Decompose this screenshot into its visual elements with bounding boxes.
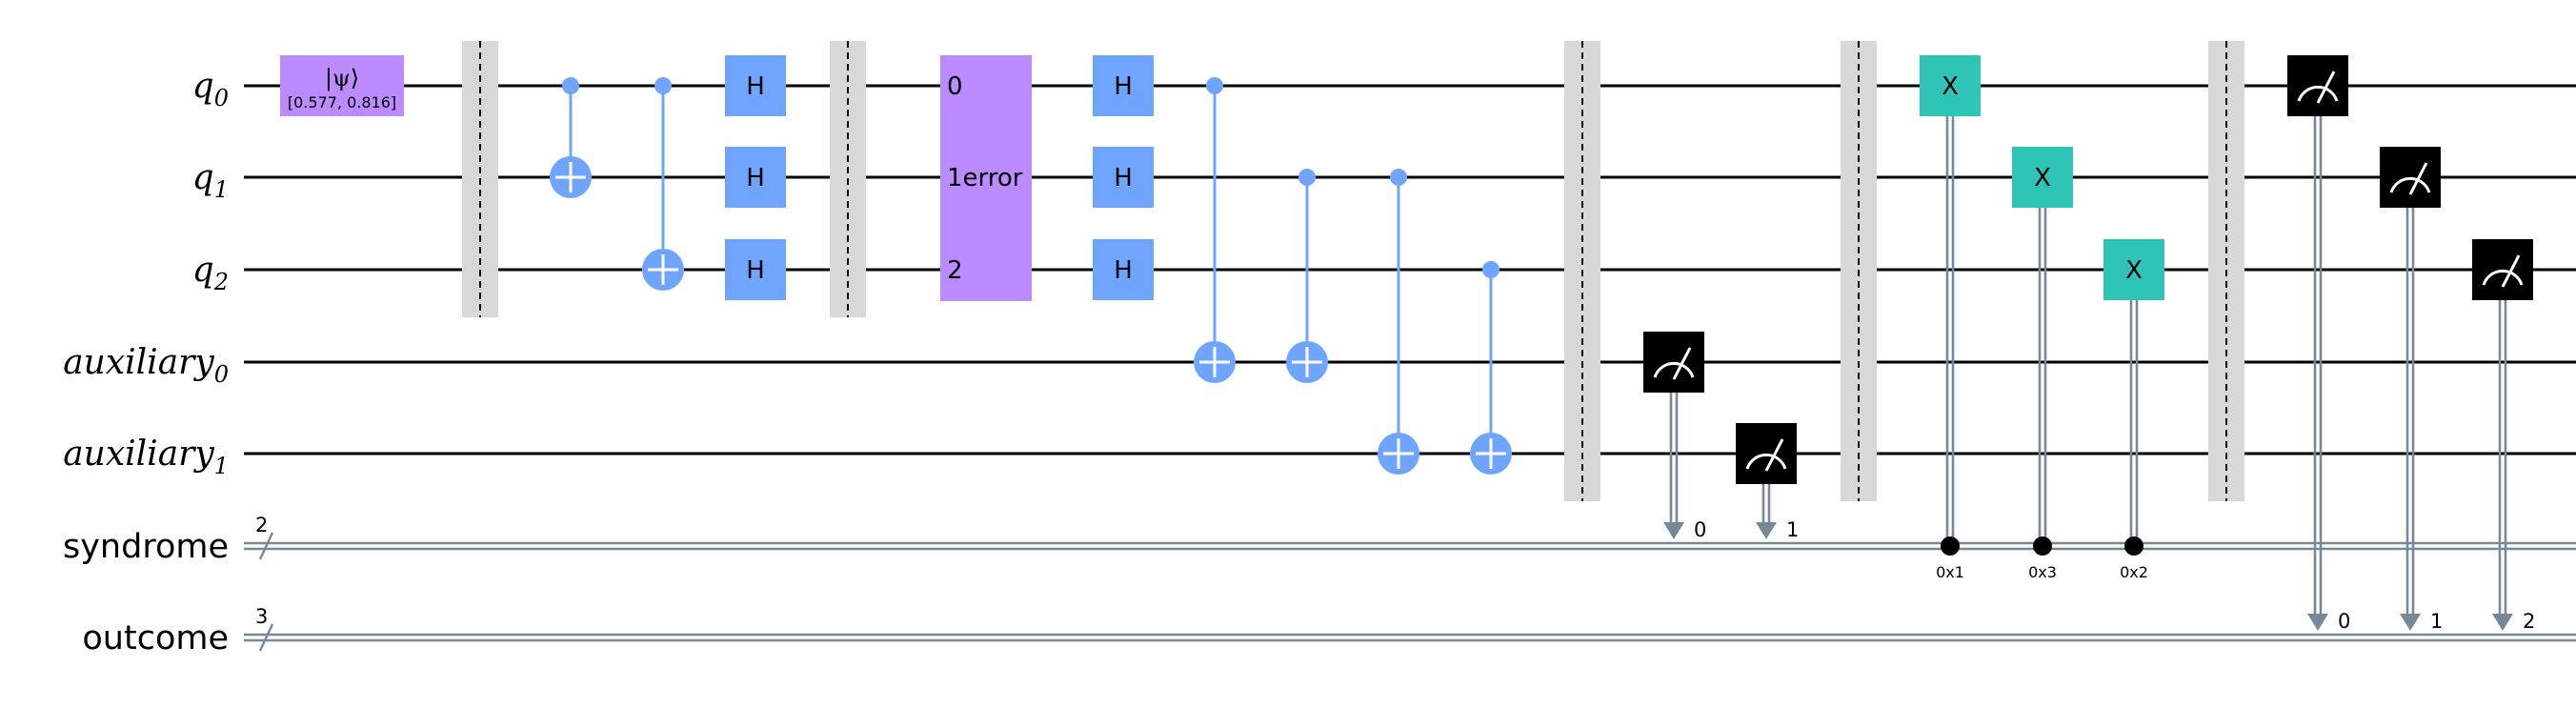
- control-dot-icon: [2124, 536, 2143, 556]
- error-gate-port-1: 1error: [947, 164, 1023, 192]
- conditional-x-q2: X 0x2: [2103, 239, 2164, 581]
- classical-wire-outcome: [244, 633, 2576, 642]
- svg-text:H: H: [1114, 164, 1133, 192]
- outcome-bit-2: 2: [2523, 610, 2535, 633]
- error-gate-port-0: 0: [947, 72, 963, 101]
- label-q1: q1: [192, 158, 229, 203]
- label-aux1: auxiliary1: [63, 435, 229, 479]
- measure-icon: [1643, 332, 1704, 393]
- barrier-3: [1564, 41, 1600, 501]
- syndrome-bit-0: 0: [1694, 518, 1706, 541]
- target-plus-icon: [1194, 341, 1236, 383]
- target-plus-icon: [550, 156, 592, 198]
- classical-wire-syndrome: [244, 541, 2576, 551]
- h-gate-q2-b: H: [1093, 239, 1154, 300]
- measure-q1: 1: [2380, 147, 2443, 633]
- measure-aux1: 1: [1736, 423, 1799, 541]
- measure-icon: [2472, 239, 2533, 300]
- outcome-bit-0: 0: [2338, 610, 2350, 633]
- control-dot-icon: [1390, 169, 1407, 186]
- h-gate-q1-b: H: [1093, 147, 1154, 208]
- cnot-q0-q2: [642, 77, 684, 291]
- measure-icon: [2380, 147, 2441, 208]
- target-plus-icon: [1378, 433, 1419, 475]
- outcome-bit-1: 1: [2430, 610, 2443, 633]
- initialize-gate: |ψ⟩ [0.577, 0.816]: [280, 55, 404, 116]
- cnot-q0-aux0: [1194, 77, 1236, 383]
- control-dot-icon: [562, 77, 579, 94]
- control-dot-icon: [2033, 536, 2052, 556]
- syndrome-bit-1: 1: [1786, 518, 1799, 541]
- control-dot-icon: [654, 77, 672, 94]
- label-aux0: auxiliary0: [63, 343, 229, 388]
- register-labels: q0 q1 q2 auxiliary0 auxiliary1 syndrome …: [63, 67, 229, 657]
- svg-text:H: H: [1114, 72, 1133, 101]
- measure-q2: 2: [2472, 239, 2535, 633]
- control-dot-icon: [1298, 169, 1316, 186]
- svg-text:H: H: [746, 164, 765, 192]
- barrier-4: [1841, 41, 1877, 501]
- label-syndrome: syndrome: [63, 528, 229, 566]
- h-gate-q1-a: H: [725, 147, 786, 208]
- bundle-size-outcome: 3: [255, 605, 268, 628]
- bundle-slash-syndrome: [258, 532, 274, 560]
- bundle-size-syndrome: 2: [255, 514, 268, 536]
- conditional-x-q0: X 0x1: [1920, 55, 1981, 581]
- initialize-state-label: |ψ⟩: [325, 65, 359, 92]
- barrier-2: [830, 41, 866, 317]
- target-plus-icon: [1286, 341, 1328, 383]
- condition-value-1: 0x1: [1936, 563, 1964, 581]
- svg-text:H: H: [746, 256, 765, 285]
- barrier-1: [462, 41, 498, 317]
- measure-icon: [2287, 55, 2348, 116]
- measure-aux0: 0: [1643, 332, 1706, 541]
- error-gate: 0 1error 2: [940, 55, 1032, 301]
- barrier-5: [2208, 41, 2244, 501]
- control-dot-icon: [1482, 261, 1499, 278]
- svg-text:X: X: [1942, 72, 1959, 101]
- svg-text:X: X: [2034, 164, 2051, 192]
- h-gate-q0-a: H: [725, 55, 786, 116]
- measure-icon: [1736, 423, 1797, 484]
- error-gate-port-2: 2: [947, 256, 963, 285]
- svg-text:H: H: [1114, 256, 1133, 285]
- condition-value-2: 0x3: [2028, 563, 2057, 581]
- cnot-q0-q1: [550, 77, 592, 198]
- control-dot-icon: [1941, 536, 1960, 556]
- initialize-amplitudes-label: [0.577, 0.816]: [288, 93, 396, 111]
- condition-value-3: 0x2: [2120, 563, 2148, 581]
- cnot-q1-aux1: [1378, 169, 1419, 475]
- h-gate-q2-a: H: [725, 239, 786, 300]
- target-plus-icon: [642, 249, 684, 291]
- control-dot-icon: [1206, 77, 1223, 94]
- cnot-q2-aux1: [1470, 261, 1512, 475]
- svg-text:X: X: [2125, 256, 2143, 285]
- label-q0: q0: [192, 67, 229, 111]
- conditional-x-q1: X 0x3: [2012, 147, 2073, 581]
- cnot-q1-aux0: [1286, 169, 1328, 383]
- label-q2: q2: [192, 251, 229, 295]
- h-gate-q0-b: H: [1093, 55, 1154, 116]
- label-outcome: outcome: [82, 619, 229, 657]
- bundle-slash-outcome: [258, 623, 274, 652]
- svg-text:H: H: [746, 72, 765, 101]
- target-plus-icon: [1470, 433, 1512, 475]
- measure-q0: 0: [2287, 55, 2350, 633]
